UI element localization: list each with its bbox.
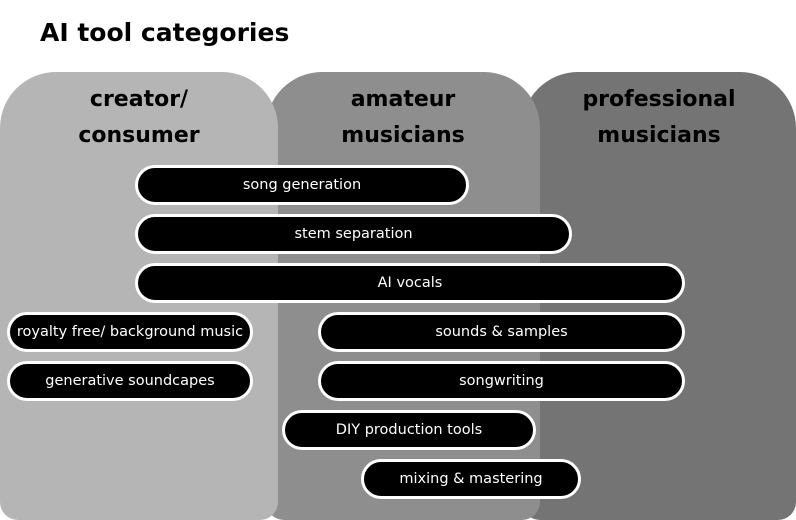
tool-pill-mixing-mastering: mixing & mastering — [361, 459, 581, 499]
column-label-creator-consumer: creator/ consumer — [78, 87, 200, 148]
column-label-professional-musicians: professional musicians — [582, 87, 736, 148]
tool-pill-diy-production-tools: DIY production tools — [282, 410, 536, 450]
tool-pill-ai-vocals: AI vocals — [135, 263, 685, 303]
tool-pill-generative-soundscapes: generative soundcapes — [7, 361, 253, 401]
diagram-title: AI tool categories — [40, 18, 290, 47]
tool-pill-songwriting: songwriting — [318, 361, 685, 401]
tool-pill-song-generation: song generation — [135, 165, 469, 205]
tool-pill-royalty-free-background-music: royalty free/ background music — [7, 312, 253, 352]
column-label-amateur-musicians: amateur musicians — [341, 87, 465, 148]
tool-pill-sounds-samples: sounds & samples — [318, 312, 685, 352]
tool-pill-stem-separation: stem separation — [135, 214, 572, 254]
